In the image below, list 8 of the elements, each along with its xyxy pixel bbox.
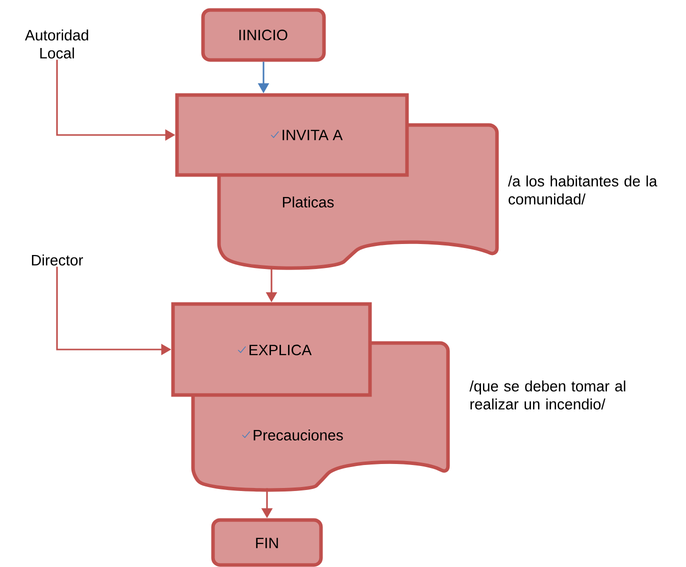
terminal-box: FIN — [211, 518, 323, 567]
terminal-box: IINICIO — [201, 8, 326, 62]
actor-label: Autoridad Local — [24, 30, 88, 58]
process-box: INVITA A — [175, 93, 409, 177]
annotation-text: /a los habitantes de la comunidad/ — [508, 176, 658, 204]
actor-label: Director — [32, 254, 83, 266]
process-box: EXPLICA — [171, 302, 372, 397]
annotation-text: /que se deben tomar al realizar un incendio/ — [470, 380, 626, 410]
